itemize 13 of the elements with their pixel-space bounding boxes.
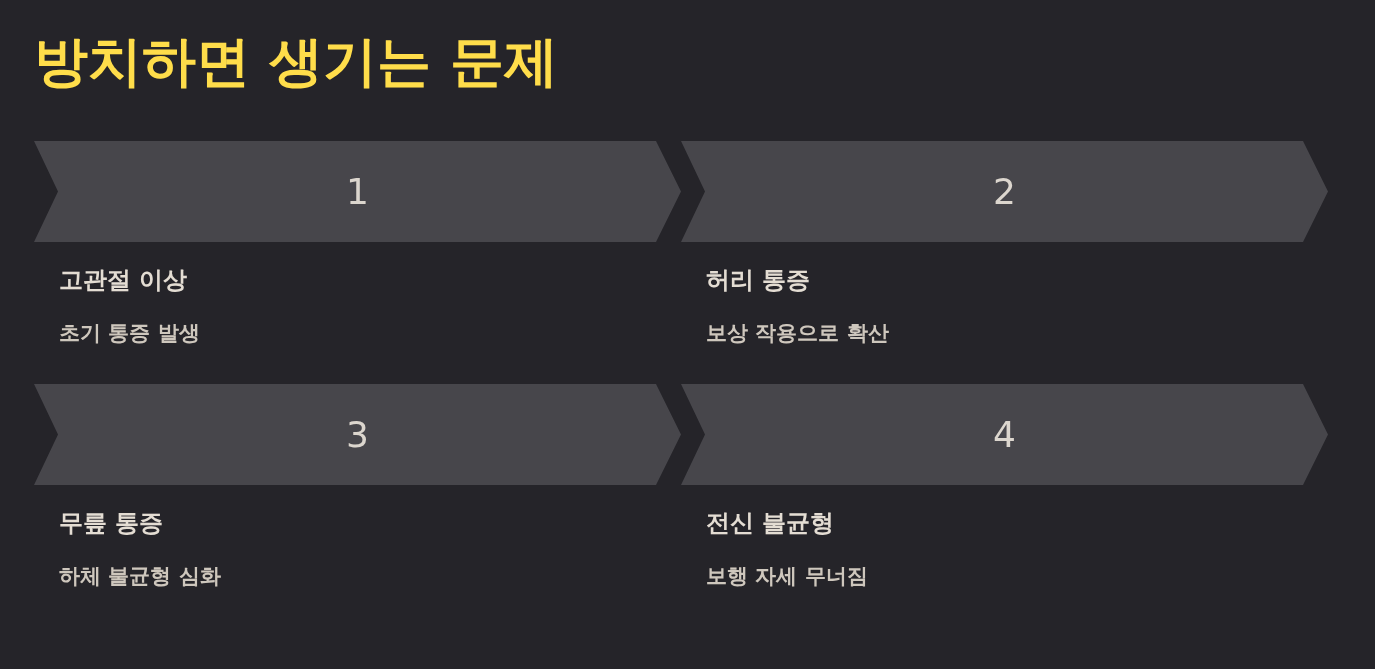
step-description: 보행 자세 무너짐 [706,564,868,590]
step-description: 하체 불균형 심화 [59,564,221,590]
step-number: 1 [346,171,369,212]
step-heading: 고관절 이상 [59,266,188,295]
step-description: 보상 작용으로 확산 [706,321,889,347]
step-number: 4 [993,414,1016,455]
step-heading: 무릎 통증 [59,509,164,538]
step-heading: 허리 통증 [706,266,811,295]
step-number: 2 [993,171,1016,212]
page-title: 방치하면 생기는 문제 [34,30,558,95]
step-description: 초기 통증 발생 [59,321,200,347]
step-heading: 전신 불균형 [706,509,835,538]
step-number: 3 [346,414,369,455]
